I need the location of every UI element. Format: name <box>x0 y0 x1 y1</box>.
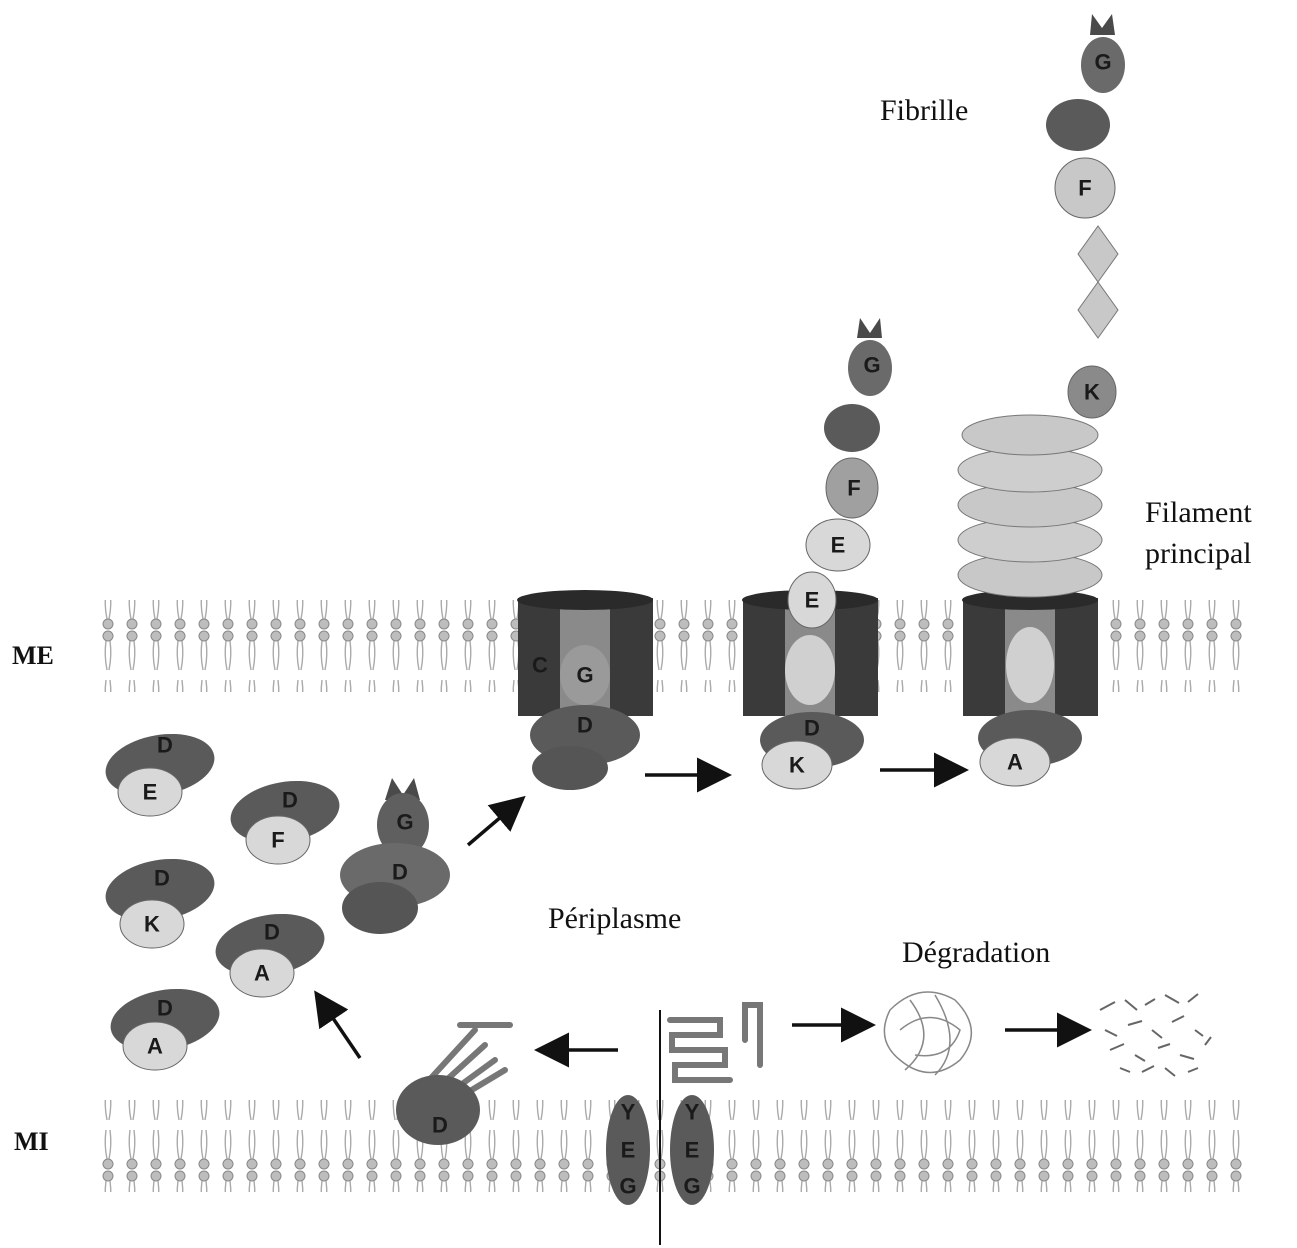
usher-complex-2: D K E E F G <box>742 318 892 789</box>
svg-text:G: G <box>683 1174 700 1199</box>
label-degradation: Dégradation <box>902 936 1050 969</box>
svg-text:G: G <box>1094 50 1111 75</box>
misfolded-tangle <box>884 992 971 1075</box>
svg-text:G: G <box>576 663 593 688</box>
svg-text:G: G <box>619 1174 636 1199</box>
svg-text:C: C <box>532 653 548 678</box>
inner-membrane <box>90 1100 1245 1192</box>
label-main-filament-1: Filament <box>1145 496 1252 529</box>
svg-text:E: E <box>831 533 846 558</box>
svg-text:Y: Y <box>621 1100 636 1125</box>
flow-arrows <box>322 770 1078 1058</box>
label-periplasm: Périplasme <box>548 902 681 935</box>
complex-dg: G D <box>340 778 450 934</box>
svg-text:D: D <box>157 996 173 1021</box>
helical-rod <box>958 415 1102 597</box>
complex-de: D E <box>101 726 220 816</box>
svg-text:D: D <box>282 788 298 813</box>
label-outer-membrane: ME <box>12 641 54 670</box>
svg-text:D: D <box>804 716 820 741</box>
svg-text:A: A <box>254 961 270 986</box>
svg-text:E: E <box>685 1138 700 1163</box>
svg-text:D: D <box>264 920 280 945</box>
label-fibril: Fibrille <box>880 94 968 127</box>
svg-text:F: F <box>271 828 284 853</box>
svg-text:D: D <box>392 860 408 885</box>
degraded-fragments <box>1100 994 1211 1076</box>
svg-text:Y: Y <box>685 1100 700 1125</box>
svg-text:D: D <box>154 866 170 891</box>
svg-text:E: E <box>143 780 158 805</box>
usher-complex-1: C G D <box>517 590 653 790</box>
svg-text:D: D <box>432 1113 448 1138</box>
svg-text:D: D <box>577 713 593 738</box>
complex-da-middle: D A <box>211 906 330 997</box>
svg-text:D: D <box>157 733 173 758</box>
complex-dk: D K <box>101 851 220 948</box>
svg-text:F: F <box>847 476 860 501</box>
svg-text:K: K <box>144 912 160 937</box>
svg-text:E: E <box>805 588 820 613</box>
svg-text:A: A <box>1007 750 1023 775</box>
svg-text:A: A <box>147 1034 163 1059</box>
svg-text:K: K <box>789 753 805 778</box>
svg-text:G: G <box>396 810 413 835</box>
nascent-subunit <box>670 1005 760 1080</box>
svg-text:E: E <box>621 1138 636 1163</box>
sec-translocon: Y E G Y E G <box>606 1010 714 1245</box>
svg-text:F: F <box>1078 176 1091 201</box>
svg-text:K: K <box>1084 380 1100 405</box>
complex-da-bottom: D A <box>106 981 225 1070</box>
complex-df: D F <box>226 773 345 864</box>
label-inner-membrane: MI <box>14 1127 49 1156</box>
svg-text:G: G <box>863 353 880 378</box>
label-main-filament-2: principal <box>1145 537 1252 570</box>
